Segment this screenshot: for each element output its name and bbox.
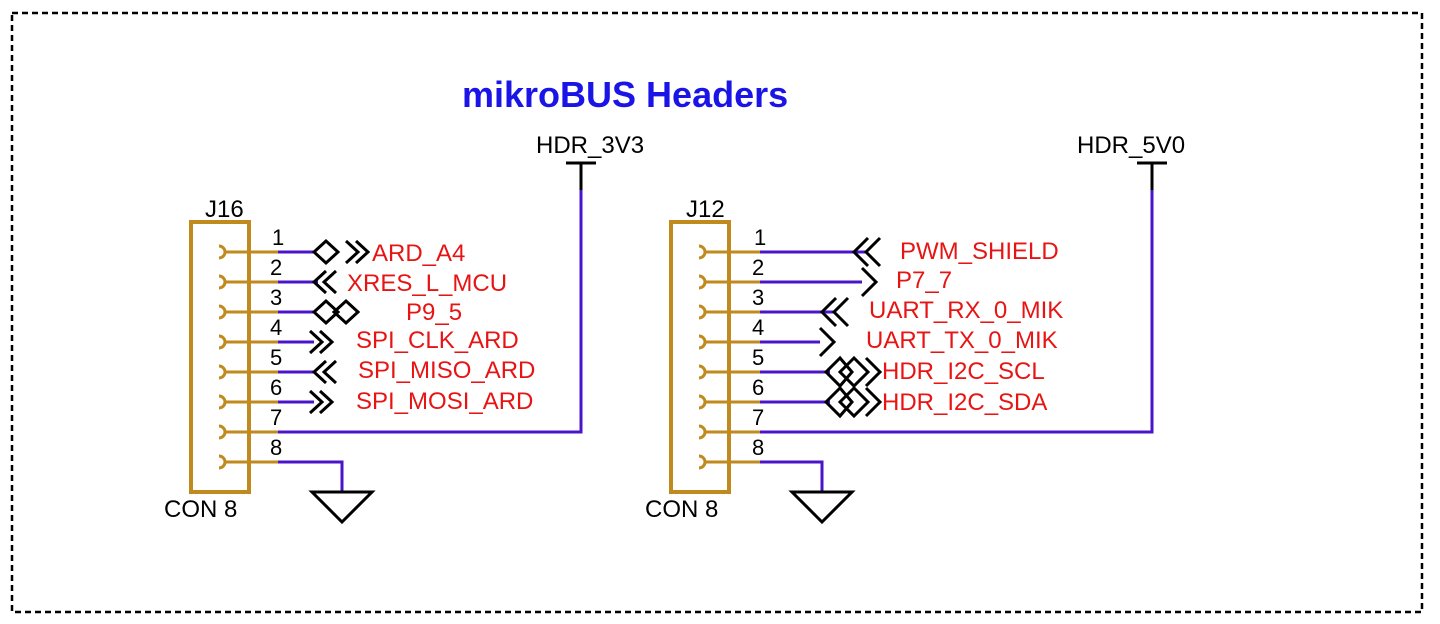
pin-number: 4 [752,315,764,340]
net-label: XRES_L_MCU [347,270,507,297]
net-label: UART_RX_0_MIK [869,297,1063,324]
ground-triangle-icon [308,490,376,525]
j16-wires [278,163,583,492]
pin-number: 1 [272,225,284,250]
pin-number: 2 [752,255,764,280]
pin-number: 7 [270,405,282,430]
net-label: SPI_CLK_ARD [356,327,519,354]
pin-number: 7 [752,405,764,430]
connector-j16: J16 CON 8 1 2 3 4 5 6 7 8 [164,163,583,525]
pin-number: 4 [270,315,282,340]
net-label: HDR_I2C_SDA [882,389,1047,416]
ground-triangle-icon [788,490,856,525]
pin-number: 8 [752,435,764,460]
connector-body [189,220,251,494]
pin-number: 6 [270,375,282,400]
net-label: ARD_A4 [372,240,465,267]
net-label: SPI_MISO_ARD [358,357,535,384]
net-label: SPI_MOSI_ARD [356,388,533,415]
pin-contacts [698,244,760,470]
sheet-border [10,11,1424,614]
pin-number: 6 [752,375,764,400]
power-label: HDR_5V0 [1077,132,1185,159]
net-label: P7_7 [896,267,952,294]
pin-number: 3 [270,285,282,310]
power-hdr-3v3: HDR_3V3 [536,132,644,190]
connector-ref: J12 [686,196,725,223]
power-label: HDR_3V3 [536,132,644,159]
pin-number: 5 [270,345,282,370]
page-title: mikroBUS Headers [462,74,788,115]
pin-number: 2 [270,255,282,280]
connector-j12: J12 CON 8 1 2 3 4 5 6 7 8 [645,190,1154,525]
net-label: HDR_I2C_SCL [882,358,1045,385]
connector-body [669,220,731,494]
pin-number: 3 [752,285,764,310]
j12-wires [760,190,1154,492]
connector-ref: J16 [205,196,244,223]
net-label: UART_TX_0_MIK [866,327,1058,354]
net-label: PWM_SHIELD [900,238,1059,265]
off-sheet-port-icon [308,238,371,415]
power-hdr-5v0: HDR_5V0 [1077,132,1185,190]
connector-value: CON 8 [164,496,237,523]
connector-value: CON 8 [645,496,718,523]
pin-number: 5 [752,345,764,370]
net-label: P9_5 [406,299,462,326]
pin-contacts [218,244,278,470]
off-sheet-port-icon [818,236,883,419]
pin-number: 1 [754,225,766,250]
pin-number: 8 [270,435,282,460]
